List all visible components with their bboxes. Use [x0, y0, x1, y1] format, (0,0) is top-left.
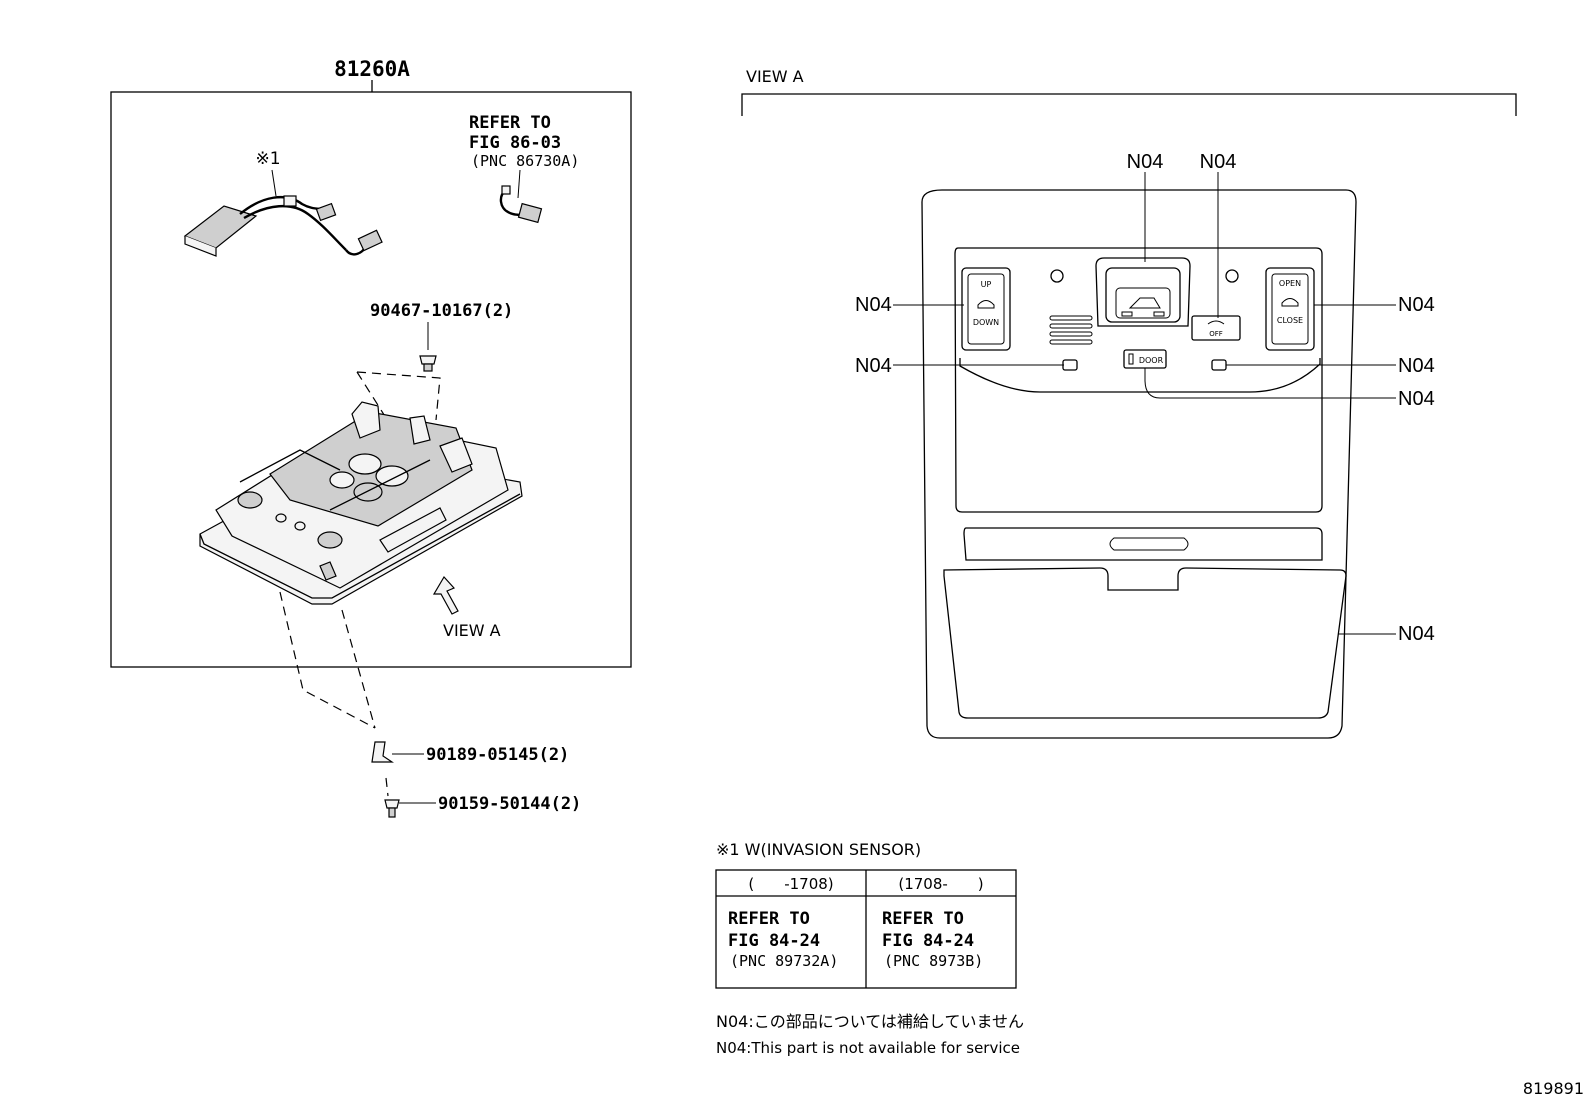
callouts: N04 N04 N04 N04 N04 N04 N04 N04 — [855, 151, 1435, 645]
view-a-panel: VIEW A UP DOWN OPEN CLOSE — [741, 67, 1517, 739]
sunroof-tilt-switch[interactable]: UP DOWN — [961, 267, 1011, 351]
assembly-frame — [110, 91, 632, 668]
overhead-console-assembly — [199, 401, 523, 605]
map-lamp[interactable] — [1095, 257, 1191, 327]
door-label: DOOR — [1139, 356, 1164, 365]
callout-n04: N04 — [1398, 355, 1435, 377]
note-marker: ※1 — [255, 149, 280, 169]
refer-line3: (PNC 86730A) — [471, 152, 579, 170]
small-lamp-right — [1211, 359, 1227, 371]
footnote-en: N04:This part is not available for servi… — [716, 1039, 1020, 1057]
cell-line: REFER TO — [728, 909, 810, 929]
assembly-pnc: 81260A — [334, 57, 410, 81]
table-header-before: ( -1708) — [748, 875, 833, 893]
callout-n04: N04 — [1398, 294, 1435, 316]
car-icon — [1128, 297, 1161, 309]
door-switch[interactable]: DOOR — [1123, 349, 1167, 369]
sunglass-holder-door[interactable] — [943, 567, 1347, 719]
invasion-sensor-harness — [183, 195, 383, 257]
switch-panel — [954, 247, 1323, 513]
cell-line: FIG 84-24 — [728, 931, 820, 951]
bolt-icon — [384, 799, 400, 818]
indicator-right — [1225, 269, 1239, 283]
refer-line1: REFER TO — [469, 113, 551, 133]
bolt-part-number-2: 90159-50144(2) — [438, 794, 581, 814]
switch-close-label: CLOSE — [1277, 316, 1303, 325]
view-a-bracket — [741, 93, 1517, 116]
cell-line: FIG 84-24 — [882, 931, 974, 951]
small-harness — [499, 185, 543, 224]
callout-n04: N04 — [855, 294, 892, 316]
callout-n04: N04 — [1398, 623, 1435, 645]
sunroof-slide-switch[interactable]: OPEN CLOSE — [1265, 267, 1315, 351]
indicator-left — [1050, 269, 1064, 283]
cell-line: REFER TO — [882, 909, 964, 929]
cell-line: (PNC 8973B) — [884, 952, 983, 970]
switch-open-label: OPEN — [1279, 279, 1301, 288]
clip-icon — [419, 355, 437, 372]
table-header-after: (1708- ) — [898, 875, 983, 893]
clip-part-number: 90467-10167(2) — [370, 301, 513, 321]
small-lamp-left — [1062, 359, 1078, 371]
microphone-grille-icon — [1049, 315, 1093, 345]
screw-icon — [371, 741, 394, 763]
table-title: ※1 W(INVASION SENSOR) — [716, 840, 921, 859]
compartment-handle[interactable] — [1109, 537, 1189, 551]
callout-n04: N04 — [1127, 151, 1164, 173]
tilt-icon — [977, 300, 995, 309]
figure-id: 819891 — [1523, 1079, 1584, 1098]
switch-down-label: DOWN — [973, 318, 999, 327]
refer-line2: FIG 86-03 — [469, 133, 561, 153]
assembly-panel: 81260A ※1 REFER TO FIG 86-03 (PNC 86730A… — [110, 57, 632, 818]
view-a-arrow — [432, 575, 459, 615]
console-body — [921, 189, 1357, 739]
cell-line: (PNC 89732A) — [730, 952, 838, 970]
callout-n04: N04 — [855, 355, 892, 377]
footnote-jp: N04:この部品については補給していません — [716, 1012, 1024, 1031]
switch-up-label: UP — [981, 280, 992, 289]
callout-n04: N04 — [1200, 151, 1237, 173]
invasion-sensor-table: ※1 W(INVASION SENSOR) ( -1708) (1708- ) … — [715, 840, 1017, 989]
view-a-title: VIEW A — [746, 67, 804, 86]
bolt-part-number-1: 90189-05145(2) — [426, 745, 569, 765]
intrusion-off-switch[interactable]: OFF — [1191, 315, 1241, 341]
off-label: OFF — [1209, 330, 1223, 338]
slide-icon — [1281, 298, 1299, 307]
view-a-callout: VIEW A — [443, 621, 501, 640]
callout-n04: N04 — [1398, 388, 1435, 410]
